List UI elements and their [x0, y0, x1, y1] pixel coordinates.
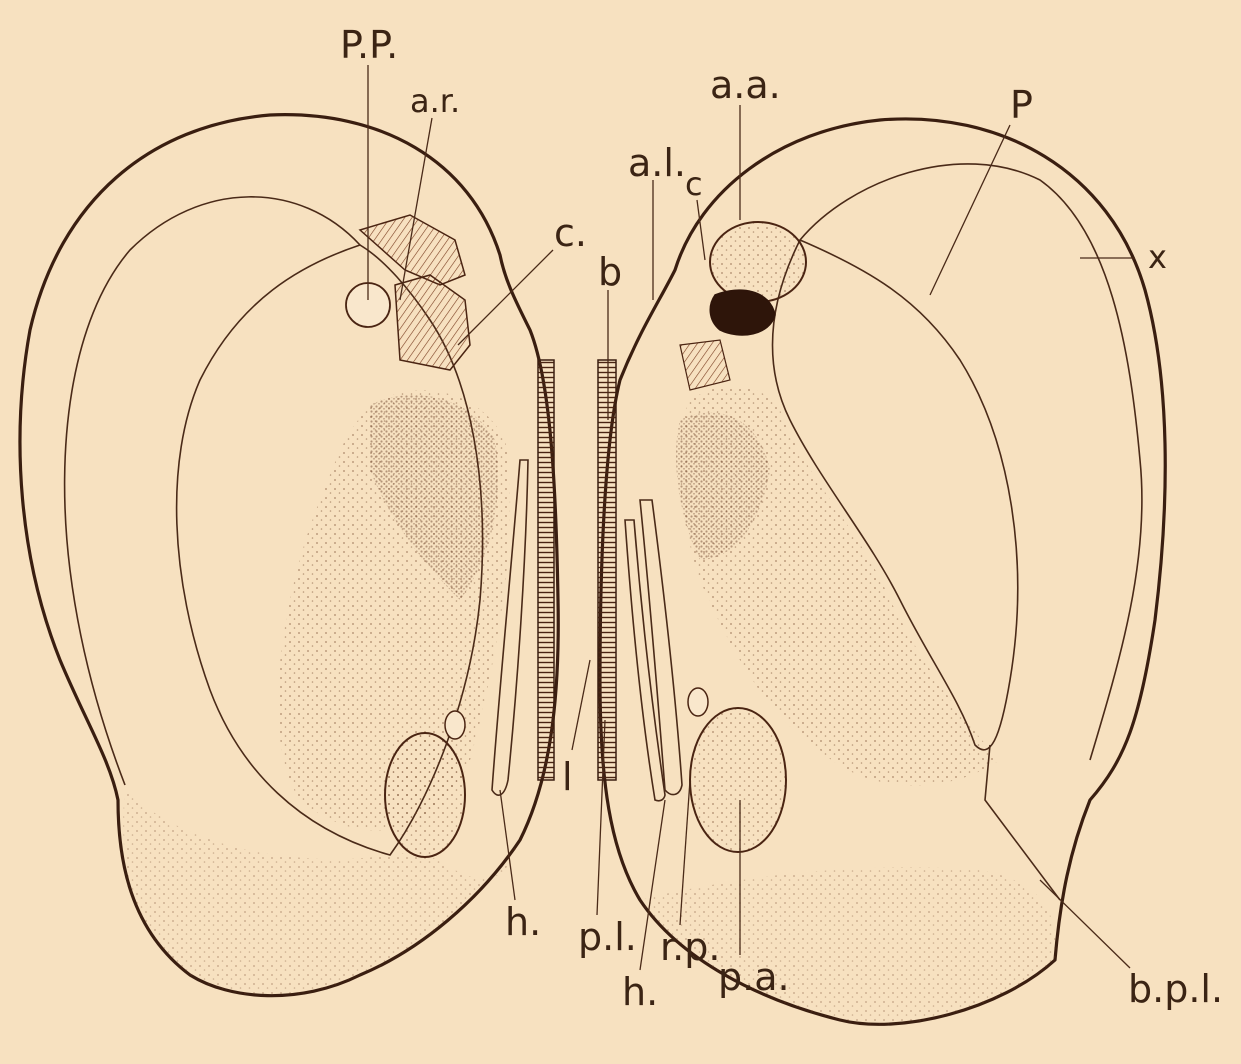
label-bpl: b.p.l.	[1128, 967, 1223, 1011]
left-small-body	[445, 711, 465, 739]
right-gill-rp	[625, 520, 665, 801]
label-h-right: h.	[622, 970, 658, 1014]
leader-h-left	[500, 790, 515, 900]
leader-c-left	[458, 250, 553, 345]
right-pedal-adductor	[690, 708, 786, 852]
label-c-right: c	[685, 165, 703, 203]
label-b: b	[598, 250, 622, 294]
left-valve	[20, 115, 558, 996]
leader-l	[572, 660, 590, 750]
left-anterior-retractor	[395, 275, 470, 370]
right-protractor-hatch	[680, 340, 730, 390]
label-pa: p.a.	[718, 955, 790, 999]
label-l: l	[562, 755, 573, 799]
label-ar: a.r.	[410, 82, 460, 120]
leader-c-right	[697, 200, 705, 260]
label-h-left: h.	[505, 900, 541, 944]
label-pl: p.l.	[578, 915, 637, 959]
left-gill-bars	[538, 360, 554, 780]
right-anterior-adductor	[710, 222, 806, 302]
label-p: P	[1010, 83, 1033, 127]
label-pp: P.P.	[340, 23, 398, 67]
leader-p	[930, 125, 1010, 295]
left-posterior-adductor	[385, 733, 465, 857]
label-aa: a.a.	[710, 63, 781, 107]
label-c-left: c.	[554, 211, 587, 255]
right-small-body	[688, 688, 708, 716]
label-rp: r.p.	[660, 925, 720, 969]
right-gill-bars	[598, 360, 616, 780]
label-x: x	[1148, 238, 1167, 276]
label-al: a.l.	[628, 141, 686, 185]
